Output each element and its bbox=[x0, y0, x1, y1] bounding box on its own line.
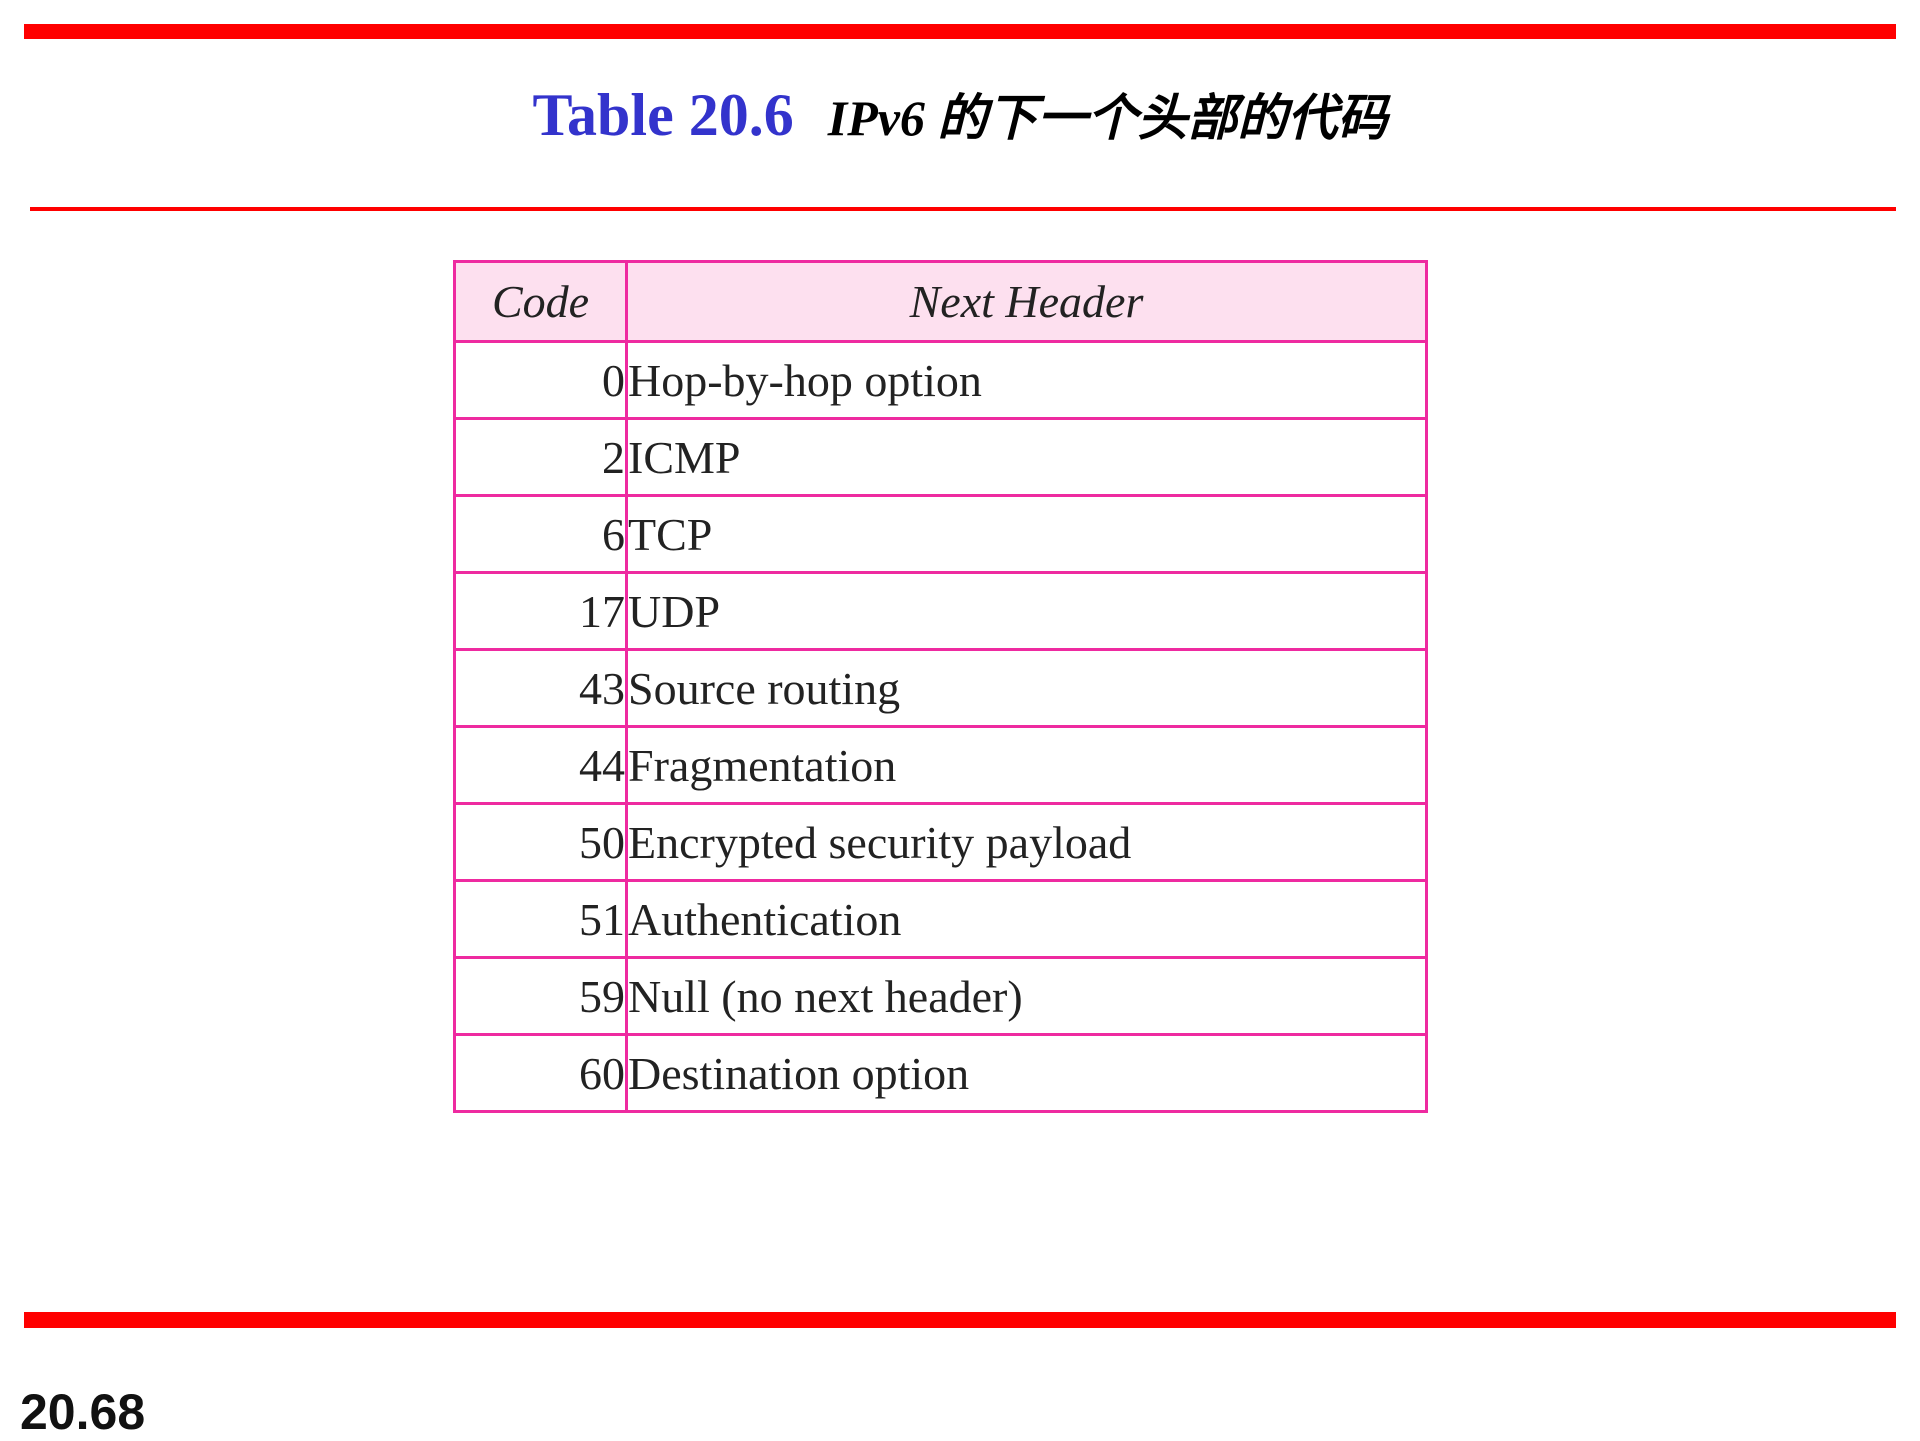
next-header-cell: Source routing bbox=[625, 648, 1428, 728]
table-number: Table 20.6 bbox=[532, 82, 794, 148]
table-row: 50 Encrypted security payload bbox=[453, 802, 1428, 882]
top-rule bbox=[24, 24, 1896, 39]
code-cell: 2 bbox=[453, 417, 628, 497]
table-row: 43 Source routing bbox=[453, 648, 1428, 728]
table-row: 6 TCP bbox=[453, 494, 1428, 574]
next-header-cell: Destination option bbox=[625, 1033, 1428, 1113]
slide-title: Table 20.6 IPv6 的下一个头部的代码 bbox=[0, 78, 1920, 150]
table-row: 0 Hop-by-hop option bbox=[453, 340, 1428, 420]
next-header-cell: ICMP bbox=[625, 417, 1428, 497]
code-cell: 50 bbox=[453, 802, 628, 882]
bottom-rule bbox=[24, 1312, 1896, 1328]
table-row: 2 ICMP bbox=[453, 417, 1428, 497]
next-header-cell: Encrypted security payload bbox=[625, 802, 1428, 882]
next-header-cell: Null (no next header) bbox=[625, 956, 1428, 1036]
next-header-cell: Fragmentation bbox=[625, 725, 1428, 805]
column-header-next-header: Next Header bbox=[625, 260, 1428, 343]
code-cell: 60 bbox=[453, 1033, 628, 1113]
next-header-cell: Authentication bbox=[625, 879, 1428, 959]
table-row: 60 Destination option bbox=[453, 1033, 1428, 1113]
code-cell: 44 bbox=[453, 725, 628, 805]
table-row: 17 UDP bbox=[453, 571, 1428, 651]
code-cell: 59 bbox=[453, 956, 628, 1036]
table-row: 59 Null (no next header) bbox=[453, 956, 1428, 1036]
code-cell: 17 bbox=[453, 571, 628, 651]
next-header-codes-table: Code Next Header 0 Hop-by-hop option 2 I… bbox=[453, 260, 1428, 1113]
column-header-code: Code bbox=[453, 260, 628, 343]
code-cell: 0 bbox=[453, 340, 628, 420]
code-cell: 6 bbox=[453, 494, 628, 574]
table-row: 51 Authentication bbox=[453, 879, 1428, 959]
code-cell: 43 bbox=[453, 648, 628, 728]
next-header-cell: TCP bbox=[625, 494, 1428, 574]
code-cell: 51 bbox=[453, 879, 628, 959]
table-header-row: Code Next Header bbox=[453, 260, 1428, 343]
page-number: 20.68 bbox=[20, 1384, 146, 1440]
title-underline-rule bbox=[30, 207, 1896, 211]
next-header-cell: Hop-by-hop option bbox=[625, 340, 1428, 420]
table-caption: IPv6 的下一个头部的代码 bbox=[827, 90, 1388, 146]
next-header-cell: UDP bbox=[625, 571, 1428, 651]
table-row: 44 Fragmentation bbox=[453, 725, 1428, 805]
